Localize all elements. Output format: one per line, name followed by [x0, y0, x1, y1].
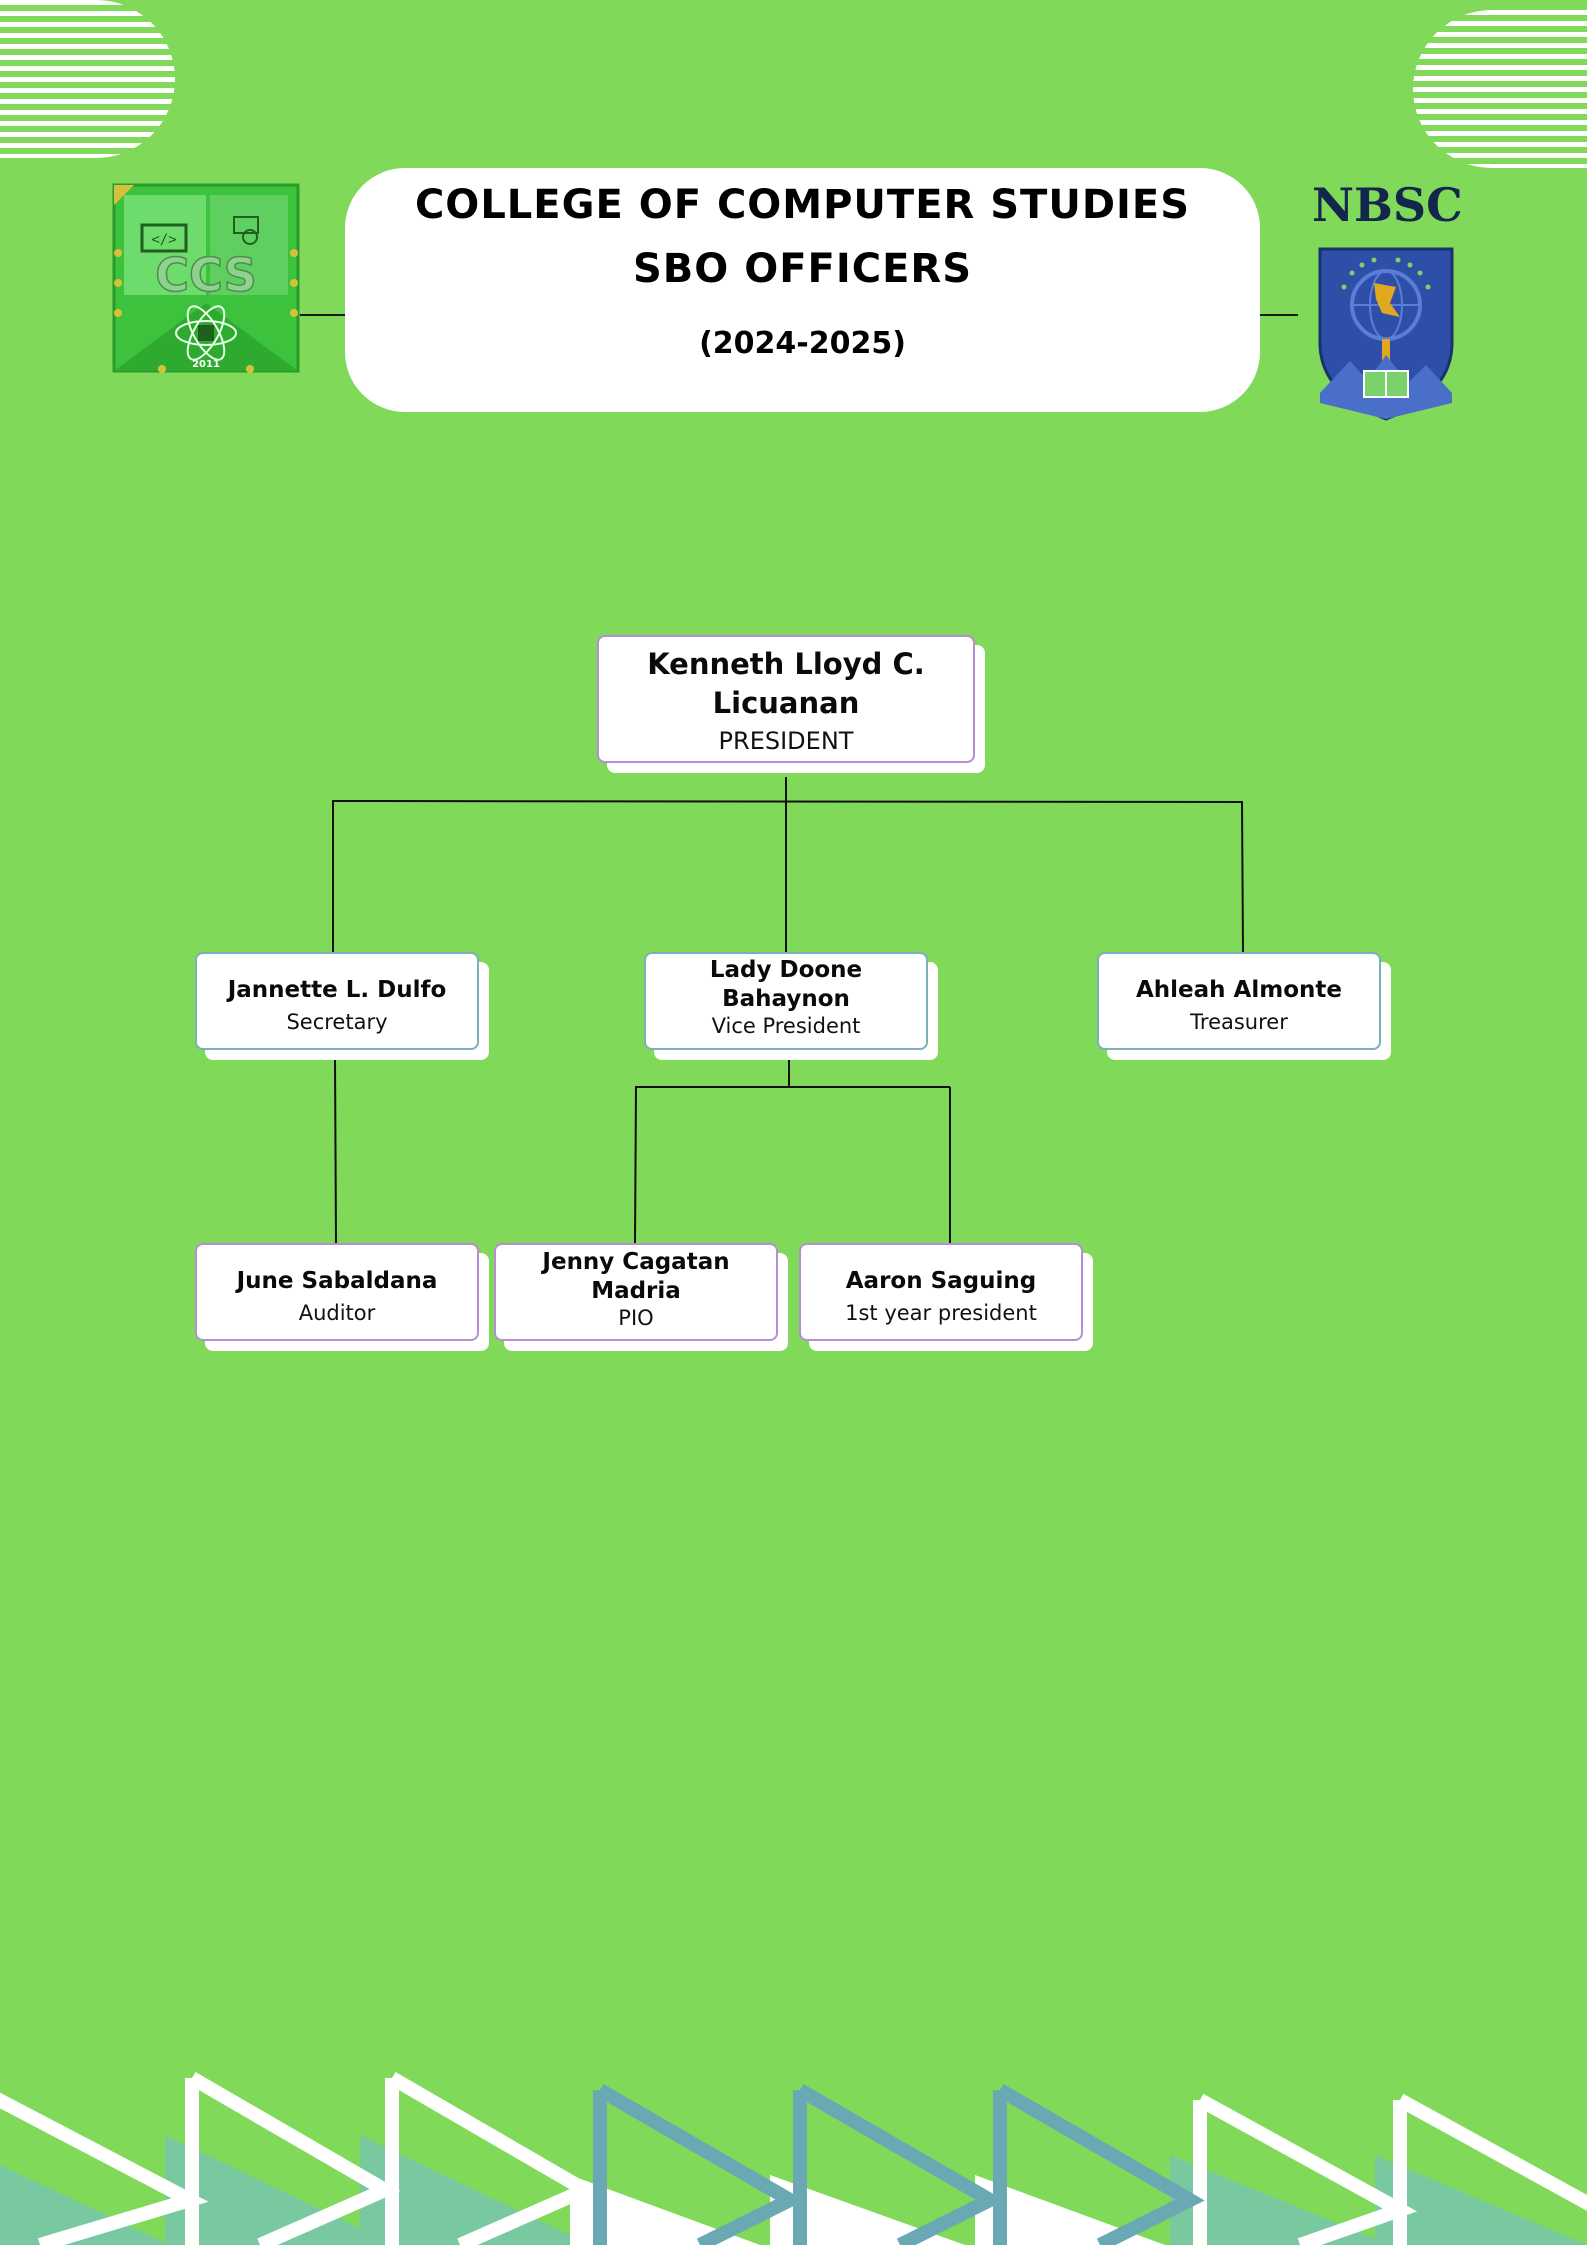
officer-role: Auditor	[298, 1301, 376, 1325]
svg-text:</>: </>	[151, 232, 176, 248]
bottom-triangle-decoration	[0, 2071, 1587, 2245]
officer-card-vice-president: Lady Doone Bahaynon Vice President	[644, 952, 928, 1050]
connector-secretary-auditor	[334, 1057, 337, 1244]
connector-horizontal-top	[331, 800, 1244, 803]
page-title: COLLEGE OF COMPUTER STUDIES	[414, 182, 1191, 228]
page-subtitle: SBO OFFICERS	[632, 246, 973, 292]
officer-card-treasurer: Ahleah Almonte Treasurer	[1097, 952, 1381, 1050]
officer-card-president: Kenneth Lloyd C. Licuanan PRESIDENT	[597, 635, 975, 763]
officer-card-auditor: June Sabaldana Auditor	[195, 1243, 479, 1341]
officer-name: Kenneth Lloyd C. Licuanan	[647, 647, 925, 720]
nbsc-seal-icon	[1318, 247, 1454, 421]
officer-name: Aaron Saguing	[845, 1268, 1037, 1294]
header-card: COLLEGE OF COMPUTER STUDIES SBO OFFICERS…	[345, 168, 1260, 412]
ccs-logo-year: 2011	[192, 359, 220, 370]
officer-name: Ahleah Almonte	[1136, 977, 1342, 1003]
officer-role: PIO	[618, 1306, 654, 1330]
officer-role: PRESIDENT	[718, 727, 854, 755]
header-connector-left	[300, 314, 347, 316]
officer-name: June Sabaldana	[236, 1268, 438, 1294]
striped-decoration-left	[0, 0, 175, 158]
officer-role: 1st year president	[845, 1301, 1037, 1325]
officer-name: Jannette L. Dulfo	[227, 977, 447, 1003]
officer-role: Secretary	[286, 1010, 388, 1034]
officer-name: Lady Doone Bahaynon	[709, 957, 863, 1012]
academic-year: (2024-2025)	[699, 326, 906, 361]
nbsc-wordmark: NBSC	[1312, 178, 1463, 232]
ccs-logo-text: CCS	[155, 248, 257, 302]
header-connector-right	[1258, 314, 1298, 316]
officer-role: Treasurer	[1190, 1010, 1288, 1034]
connector-to-pio	[634, 1086, 637, 1244]
striped-decoration-right	[1413, 10, 1587, 168]
officer-card-1st-year-president: Aaron Saguing 1st year president	[799, 1243, 1083, 1341]
officer-role: Vice President	[711, 1014, 861, 1038]
connector-to-treasurer	[1241, 801, 1244, 953]
ccs-logo: </> CCS 2011	[112, 183, 300, 373]
officer-name: Jenny Cagatan Madria	[542, 1249, 730, 1304]
officer-card-secretary: Jannette L. Dulfo Secretary	[195, 952, 479, 1050]
officer-card-pio: Jenny Cagatan Madria PIO	[494, 1243, 778, 1341]
